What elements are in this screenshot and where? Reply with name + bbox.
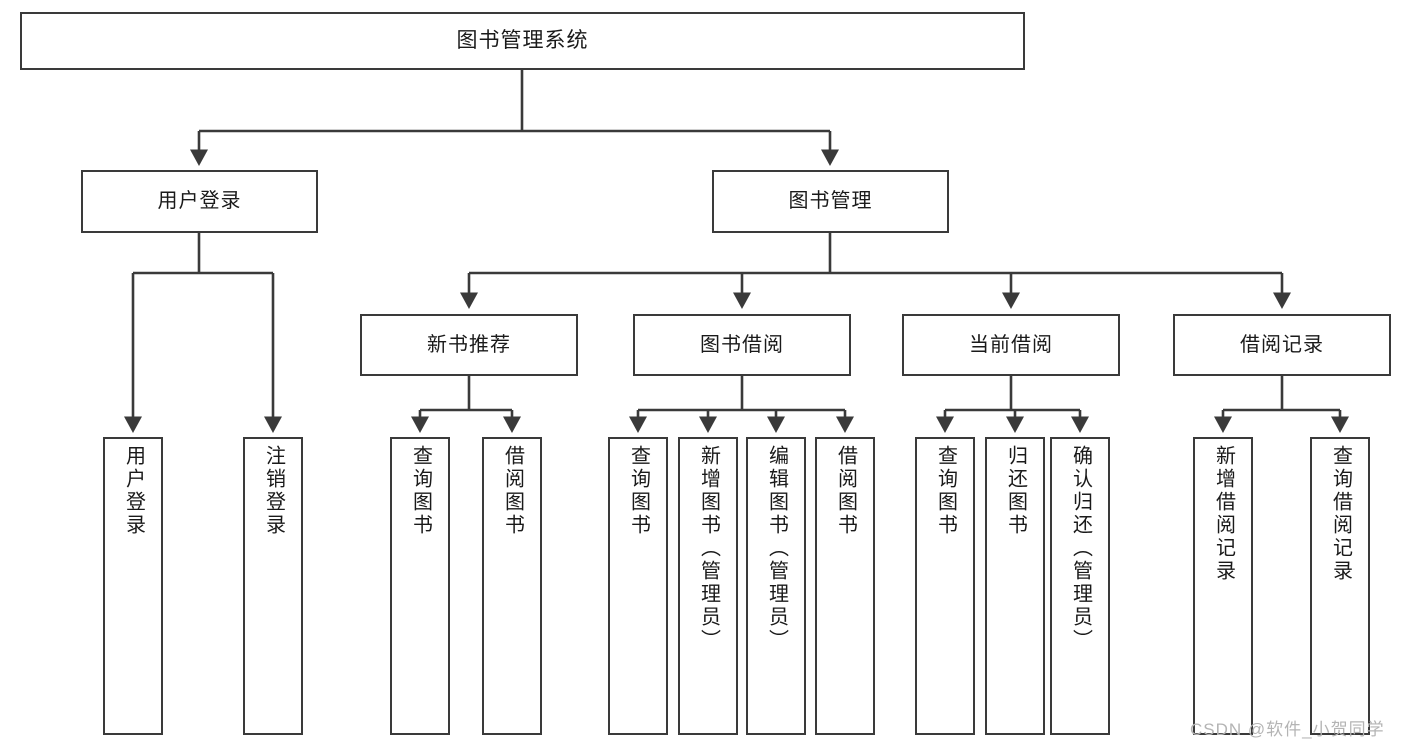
node-leaf-add-borrow-record[interactable]: 新增借阅记录 [1193,437,1253,735]
node-label: 注销登录 [262,445,285,537]
node-leaf-query-borrow-record[interactable]: 查询借阅记录 [1310,437,1370,735]
node-label: 用户登录 [122,445,145,537]
node-book-management-system[interactable]: 图书管理系统 [20,12,1025,70]
node-label: 图书管理 [788,190,873,212]
node-label: 新增图书（管理员） [697,445,720,652]
node-label: 查询图书 [409,445,432,537]
node-leaf-query-book-recommend[interactable]: 查询图书 [390,437,450,735]
node-label: 查询借阅记录 [1329,445,1352,583]
node-label: 图书借阅 [700,333,784,356]
node-current-borrow[interactable]: 当前借阅 [902,314,1120,376]
node-label: 查询图书 [934,445,957,537]
node-label: 借阅图书 [501,445,524,537]
node-book-borrow[interactable]: 图书借阅 [633,314,851,376]
node-label: 新书推荐 [427,333,511,356]
node-label: 借阅记录 [1240,333,1324,356]
node-label: 新增借阅记录 [1212,445,1235,583]
node-leaf-edit-book-admin[interactable]: 编辑图书（管理员） [746,437,806,735]
node-leaf-borrow-book-recommend[interactable]: 借阅图书 [482,437,542,735]
node-user-login[interactable]: 用户登录 [81,170,318,233]
node-leaf-user-login[interactable]: 用户登录 [103,437,163,735]
node-leaf-query-book-current[interactable]: 查询图书 [915,437,975,735]
node-label: 用户登录 [157,190,242,212]
node-label: 查询图书 [627,445,650,537]
node-leaf-confirm-return-admin[interactable]: 确认归还（管理员） [1050,437,1110,735]
node-label: 确认归还（管理员） [1069,445,1092,652]
node-leaf-borrow-book-borrow[interactable]: 借阅图书 [815,437,875,735]
node-book-management[interactable]: 图书管理 [712,170,949,233]
node-label: 图书管理系统 [456,28,589,52]
node-label: 当前借阅 [969,333,1053,356]
csdn-watermark: CSDN @软件_小贺同学 [1190,720,1385,739]
node-leaf-return-book[interactable]: 归还图书 [985,437,1045,735]
node-label: 编辑图书（管理员） [765,445,788,652]
node-borrow-record[interactable]: 借阅记录 [1173,314,1391,376]
node-label: 归还图书 [1004,445,1027,537]
node-new-book-recommend[interactable]: 新书推荐 [360,314,578,376]
node-leaf-add-book-admin[interactable]: 新增图书（管理员） [678,437,738,735]
node-label: 借阅图书 [834,445,857,537]
node-leaf-query-book-borrow[interactable]: 查询图书 [608,437,668,735]
node-leaf-logout-login[interactable]: 注销登录 [243,437,303,735]
